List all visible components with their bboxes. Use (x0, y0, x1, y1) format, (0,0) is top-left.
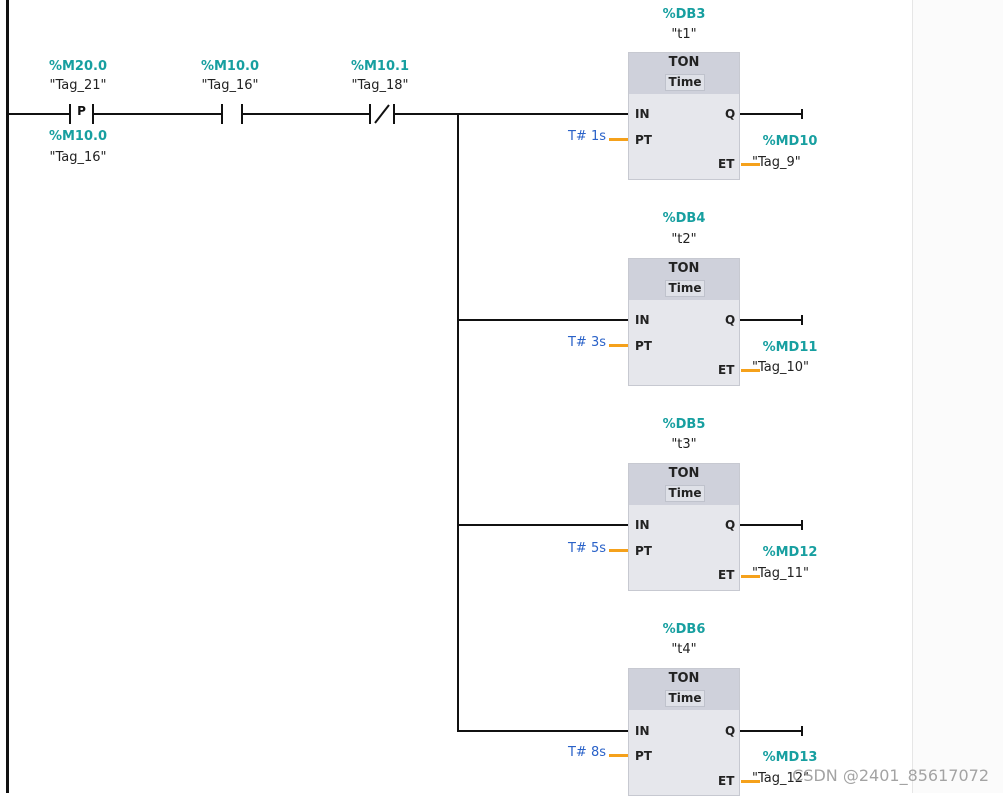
q-output-wire (740, 319, 802, 321)
contact-address: %M20.0 (48, 59, 108, 74)
contact-symbol: "Tag_16" (201, 78, 259, 93)
contact-plate-left (369, 104, 371, 124)
pin-et: ET (718, 363, 735, 377)
et-symbol[interactable]: "Tag_10" (752, 360, 810, 375)
rung-wire (395, 113, 628, 115)
contact-type: P (77, 104, 86, 118)
pin-pt: PT (635, 339, 652, 353)
timer-subtype: Time (665, 690, 705, 707)
contact-symbol: "Tag_21" (49, 78, 107, 93)
contact-plate-right (92, 104, 94, 124)
timer-subtype: Time (665, 74, 705, 91)
timer-instance: "t2" (671, 232, 697, 247)
pin-et: ET (718, 157, 735, 171)
edge-memory-address: %M10.0 (48, 129, 108, 144)
timer-db-address: %DB3 (662, 7, 706, 22)
pin-in: IN (635, 724, 650, 738)
q-output-end (801, 726, 803, 736)
et-connector (741, 780, 760, 783)
timer-block[interactable]: TON Time IN PT Q ET (628, 463, 740, 591)
et-connector (741, 575, 760, 578)
contact-plate-left (221, 104, 223, 124)
timer-type: TON (668, 55, 700, 70)
rung-wire (94, 113, 221, 115)
pt-constant[interactable]: T# 3s (567, 335, 606, 350)
contact-plate-right (241, 104, 243, 124)
timer-subtype: Time (665, 280, 705, 297)
timer-block[interactable]: TON Time IN PT Q ET (628, 668, 740, 796)
timer-type: TON (668, 671, 700, 686)
et-symbol[interactable]: "Tag_12" (752, 771, 810, 786)
et-address: %MD12 (762, 545, 818, 560)
pin-in: IN (635, 313, 650, 327)
et-address: %MD10 (762, 134, 818, 149)
rung-wire (243, 113, 369, 115)
et-symbol[interactable]: "Tag_11" (752, 566, 810, 581)
contact-address: %M10.0 (200, 59, 260, 74)
timer-instance: "t1" (671, 27, 697, 42)
pin-q: Q (725, 518, 736, 532)
timer-type: TON (668, 261, 700, 276)
q-output-wire (740, 113, 802, 115)
et-address: %MD11 (762, 340, 818, 355)
power-rail (6, 0, 9, 793)
pt-connector (609, 754, 628, 757)
rung-wire (9, 113, 69, 115)
timer-db-address: %DB4 (662, 211, 706, 226)
pin-pt: PT (635, 544, 652, 558)
pt-constant[interactable]: T# 1s (567, 129, 606, 144)
contact-plate-left (69, 104, 71, 124)
pin-et: ET (718, 568, 735, 582)
editor-right-margin (912, 0, 1003, 793)
watermark: CSDN @2401_85617072 (792, 766, 989, 785)
pt-connector (609, 138, 628, 141)
et-connector (741, 163, 760, 166)
timer-block[interactable]: TON Time IN PT Q ET (628, 52, 740, 180)
et-connector (741, 369, 760, 372)
q-output-wire (740, 524, 802, 526)
pin-q: Q (725, 724, 736, 738)
edge-memory-symbol: "Tag_16" (49, 150, 107, 165)
branch-wire (457, 113, 459, 732)
timer-db-address: %DB6 (662, 622, 706, 637)
timer-block[interactable]: TON Time IN PT Q ET (628, 258, 740, 386)
timer-instance: "t3" (671, 437, 697, 452)
timer-header: TON Time (629, 669, 739, 710)
pin-pt: PT (635, 133, 652, 147)
pin-q: Q (725, 107, 736, 121)
pt-constant[interactable]: T# 5s (567, 541, 606, 556)
branch-wire (457, 319, 628, 321)
contact-address: %M10.1 (350, 59, 410, 74)
timer-header: TON Time (629, 259, 739, 300)
branch-wire (457, 524, 628, 526)
et-address: %MD13 (762, 750, 818, 765)
pin-q: Q (725, 313, 736, 327)
timer-subtype: Time (665, 485, 705, 502)
pt-connector (609, 549, 628, 552)
pin-in: IN (635, 107, 650, 121)
nc-slash-icon (374, 104, 390, 124)
timer-header: TON Time (629, 464, 739, 505)
contact-plate-right (393, 104, 395, 124)
pin-pt: PT (635, 749, 652, 763)
timer-type: TON (668, 466, 700, 481)
contact-symbol: "Tag_18" (351, 78, 409, 93)
q-output-end (801, 315, 803, 325)
et-symbol[interactable]: "Tag_9" (752, 155, 801, 170)
pin-et: ET (718, 774, 735, 788)
timer-header: TON Time (629, 53, 739, 94)
pin-in: IN (635, 518, 650, 532)
branch-wire (457, 730, 628, 732)
pt-connector (609, 344, 628, 347)
q-output-end (801, 520, 803, 530)
q-output-wire (740, 730, 802, 732)
timer-instance: "t4" (671, 642, 697, 657)
pt-constant[interactable]: T# 8s (567, 745, 606, 760)
timer-db-address: %DB5 (662, 417, 706, 432)
q-output-end (801, 109, 803, 119)
